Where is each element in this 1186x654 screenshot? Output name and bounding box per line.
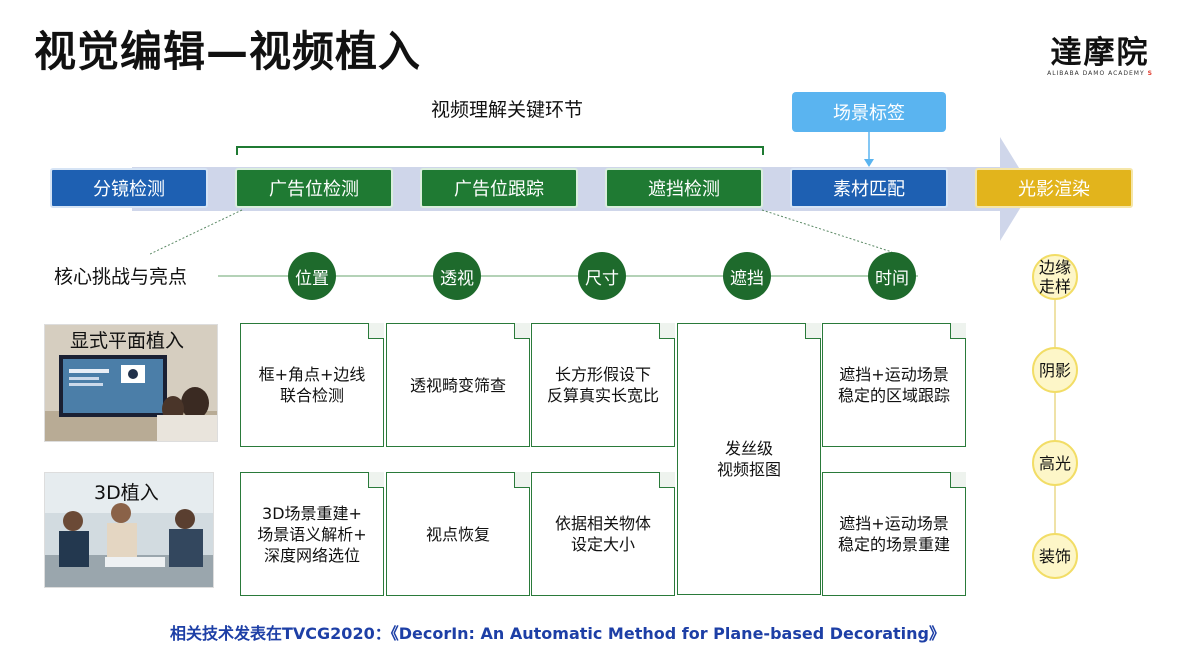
aspect-edge-aliasing: 边缘 走样 [1032, 254, 1078, 300]
card-fold [950, 323, 966, 339]
card-fold [659, 323, 675, 339]
card-planar-time: 遮挡+运动场景 稳定的区域跟踪 [822, 323, 966, 447]
publication-note: 相关技术发表在TVCG2020：《DecorIn: An Automatic M… [170, 624, 945, 643]
card-fold [514, 472, 530, 488]
render-aspects-line [1054, 270, 1056, 560]
card-fold [368, 323, 384, 339]
scene-tag-box: 场景标签 [792, 92, 946, 132]
logo-subtitle: ALIBABA DAMO ACADEMY S [1047, 70, 1153, 77]
stage-ad-slot-detection: 广告位检测 [235, 168, 393, 208]
page-title: 视觉编辑—视频植入 [34, 27, 422, 76]
challenge-time: 时间 [868, 252, 916, 300]
photo-office-group [44, 472, 214, 588]
aspect-highlight: 高光 [1032, 440, 1078, 486]
card-fold [659, 472, 675, 488]
stage-material-matching: 素材匹配 [790, 168, 948, 208]
scene-tag-arrow [864, 132, 874, 167]
card-planar-size: 长方形假设下 反算真实长宽比 [531, 323, 675, 447]
challenge-size: 尺寸 [578, 252, 626, 300]
card-planar-position: 框+角点+边线 联合检测 [240, 323, 384, 447]
row-label-3d: 3D植入 [94, 482, 159, 504]
understanding-bracket [236, 146, 764, 155]
card-planar-perspective: 透视畸变筛查 [386, 323, 530, 447]
stage-light-rendering: 光影渲染 [975, 168, 1133, 208]
projection-lines [150, 209, 893, 255]
logo: 達摩院 ALIBABA DAMO ACADEMY S [1040, 36, 1160, 88]
challenge-perspective: 透视 [433, 252, 481, 300]
video-understanding-label: 视频理解关键环节 [430, 99, 583, 121]
challenge-occlusion: 遮挡 [723, 252, 771, 300]
card-fold [805, 323, 821, 339]
card-fold [514, 323, 530, 339]
card-3d-time: 遮挡+运动场景 稳定的场景重建 [822, 472, 966, 596]
stage-shot-detection: 分镜检测 [50, 168, 208, 208]
pipeline-arrow [132, 137, 1032, 241]
card-shared-matting: 发丝级 视频抠图 [677, 323, 821, 595]
challenge-position: 位置 [288, 252, 336, 300]
card-fold [950, 472, 966, 488]
stage-occlusion-detection: 遮挡检测 [605, 168, 763, 208]
challenges-label: 核心挑战与亮点 [54, 266, 188, 288]
row-label-planar: 显式平面植入 [70, 330, 185, 352]
logo-name: 達摩院 [1050, 35, 1150, 71]
aspect-decoration: 装饰 [1032, 533, 1078, 579]
photo-living-room-tv [44, 324, 218, 442]
card-fold [368, 472, 384, 488]
stage-ad-slot-tracking: 广告位跟踪 [420, 168, 578, 208]
aspect-shadow: 阴影 [1032, 347, 1078, 393]
card-3d-perspective: 视点恢复 [386, 472, 530, 596]
card-3d-size: 依据相关物体 设定大小 [531, 472, 675, 596]
card-3d-position: 3D场景重建+ 场景语义解析+ 深度网络选位 [240, 472, 384, 596]
